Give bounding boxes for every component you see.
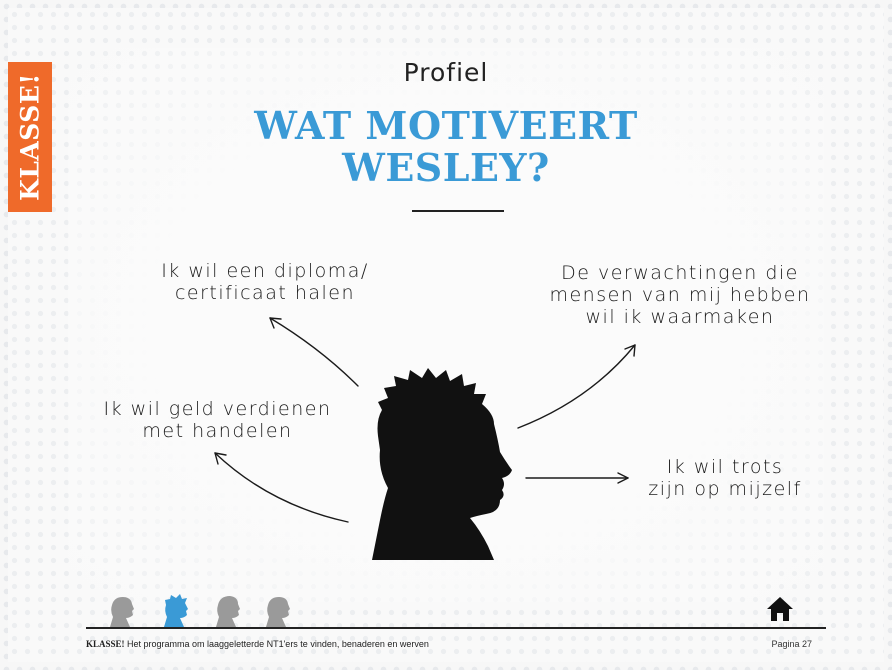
profile-nav-2[interactable] — [160, 593, 194, 627]
motivation-pride: Ik wil trots zijn op mijzelf — [630, 456, 820, 500]
arrowhead-expectations — [624, 344, 636, 357]
arrowhead-money — [214, 452, 227, 465]
motivation-money-line1: Ik wil geld verdienen — [103, 398, 332, 420]
page-background — [8, 8, 884, 662]
person-silhouette-icon — [372, 368, 512, 560]
page-title: WAT MOTIVEERT WESLEY? — [0, 105, 892, 189]
arrowhead-diploma — [269, 317, 282, 329]
motivation-money-line2: met handelen — [142, 420, 293, 442]
profile-nav-4[interactable] — [262, 593, 296, 627]
motivation-expectations-line1: De verwachtingen die — [561, 262, 799, 284]
motivation-expectations: De verwachtingen die mensen van mij hebb… — [535, 262, 825, 328]
motivation-diploma-line2: certificaat halen — [174, 282, 356, 304]
arrow-money — [214, 452, 349, 523]
home-button[interactable] — [766, 596, 794, 622]
brand-tab: KLASSE! — [8, 62, 52, 212]
motivation-expectations-line3: wil ik waarmaken — [585, 306, 775, 328]
profile-head-icon — [164, 594, 188, 627]
footer-rule — [86, 627, 826, 629]
page-number: Pagina 27 — [771, 639, 812, 649]
home-icon — [767, 597, 793, 621]
motivation-money: Ik wil geld verdienen met handelen — [85, 398, 350, 442]
motivation-diploma-line1: Ik wil een diploma/ — [161, 260, 369, 282]
page-title-line2: WESLEY? — [342, 145, 550, 190]
motivation-pride-line1: Ik wil trots — [666, 456, 784, 478]
profile-head-icon — [216, 596, 240, 627]
arrow-expectations — [517, 344, 636, 429]
footer-brand: KLASSE! — [86, 639, 125, 649]
footer-caption: KLASSE! Het programma om laaggeletterde … — [86, 639, 429, 649]
arrows — [214, 317, 636, 523]
footer-description: Het programma om laaggeletterde NT1'ers … — [124, 639, 429, 649]
motivation-diploma: Ik wil een diploma/ certificaat halen — [135, 260, 395, 304]
profile-nav-1[interactable] — [106, 593, 140, 627]
motivation-expectations-line2: mensen van mij hebben — [549, 284, 811, 306]
arrow-diploma — [269, 317, 359, 387]
title-underline — [412, 210, 504, 212]
profile-head-icon — [110, 597, 134, 627]
page-subtitle: Profiel — [403, 58, 489, 87]
profile-nav-3[interactable] — [212, 593, 246, 627]
motivation-pride-line2: zijn op mijzelf — [648, 478, 802, 500]
arrowhead-pride — [617, 472, 629, 484]
page-title-line1: WAT MOTIVEERT — [254, 103, 638, 148]
profile-head-icon — [266, 597, 290, 627]
